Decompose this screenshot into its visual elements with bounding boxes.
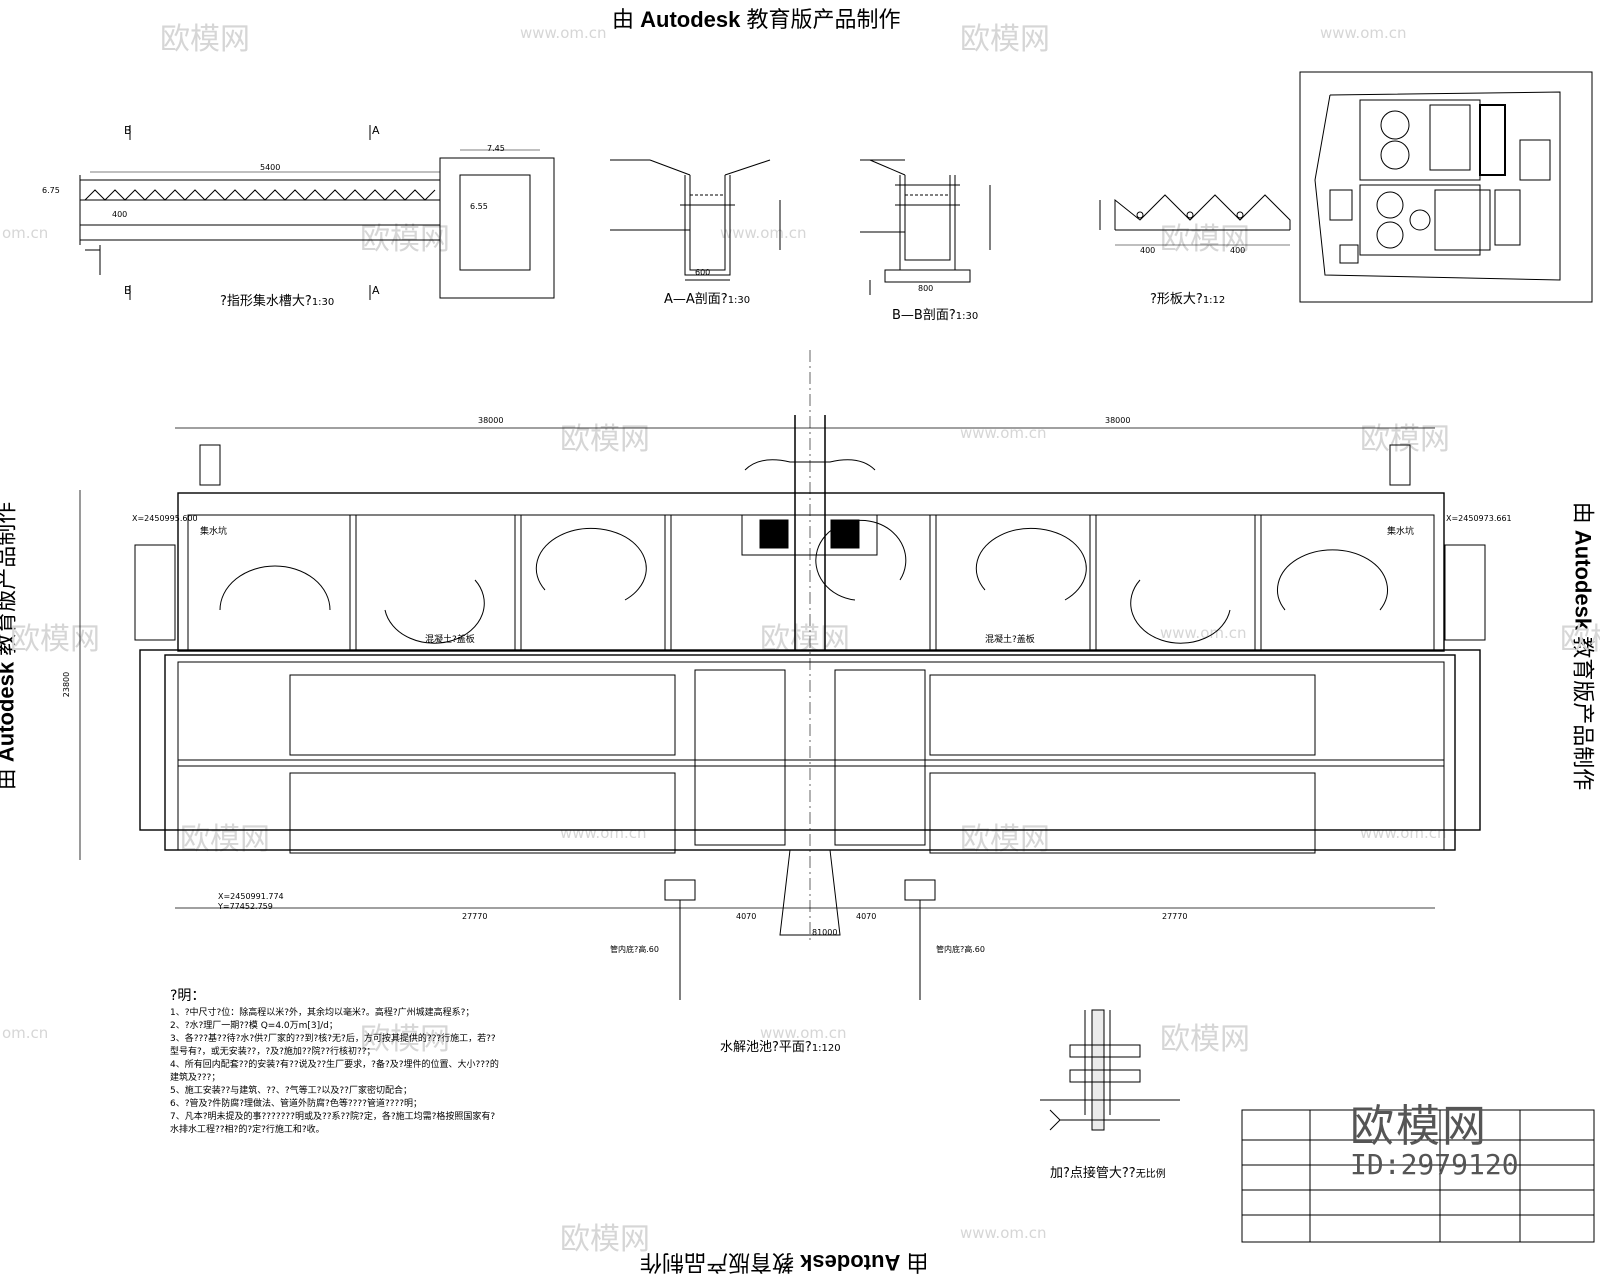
top-banner: 由 Autodesk 教育版产品制作 [612,7,901,32]
note-item: 4、所有回内配套??的安装?有??说及??生厂要求，?备?及?埋件的位置、大小?… [170,1060,499,1083]
weir-plate-caption: ?形板大?1:12 [1150,292,1226,307]
pipe-invert-label: 管内底?高.60 [936,945,985,954]
cover-plate-label: 混凝土?盖板 [985,635,1035,645]
note-item: 6、?管及?件防腐?理做法、管道外防腐?色等????管道????明； [170,1099,423,1109]
watermark-logo: 欧模网 [1160,1022,1250,1057]
plan-dim: 38000 [1105,416,1131,425]
note-item: 2、?水?理厂一期??模 Q=4.0万m[3]/d； [170,1021,338,1031]
watermark-logo: 欧模网 [10,622,100,657]
watermark-logo: 欧模网 [360,1022,450,1057]
finger-trough-dim: 6.75 [42,186,60,195]
note-item: 5、施工安装??与建筑、??、?气等工?以及??厂家密切配合； [170,1086,412,1096]
collect-pit-label: 集水坑 [200,527,228,537]
watermark-domain: om.cn [2,1024,49,1042]
section-mark: A [372,124,380,137]
section-bb-dim: 800 [918,284,934,293]
coordinate-label: Y=77452.759 [218,902,273,911]
watermark-logo: 欧模网 [560,1222,650,1257]
note-item: 1、?中尺寸?位：除高程以米?外，其余均以毫米?。高程?广州城建高程系?； [170,1008,475,1018]
watermark-logo: 欧模网 [1160,222,1250,257]
section-mark: B [124,124,132,137]
watermark-logo: 欧模网 [160,22,250,57]
plan-dim: 81000 [812,928,838,937]
brand-logo: 欧模网 [1350,1101,1488,1152]
plan-dim: 27770 [462,912,488,921]
pipe-detail-caption: 加?点接管大??无比例 [1050,1166,1166,1181]
watermark-domain: www.om.cn [1320,24,1407,42]
section-aa-caption: A—A剖面?1:30 [664,292,751,307]
finger-trough-dim: 400 [112,210,128,219]
section-mark: B [124,284,132,297]
weir-plate-dim: 400 [1230,246,1246,255]
plan-caption: 水解池池?平面?1:120 [720,1040,841,1055]
watermark-logo: 欧模网 [1560,622,1600,657]
watermark-domain: www.om.cn [760,1024,847,1042]
coordinate-label: X=2450995.600 [132,514,198,523]
watermark-domain: www.om.cn [960,424,1047,442]
plan-dim: 27770 [1162,912,1188,921]
watermark-logo: 欧模网 [960,822,1050,857]
title-block [1241,1109,1595,1243]
watermark-logo: 欧模网 [960,22,1050,57]
site-plan-inset [1299,71,1593,303]
design-notes: ?明： 1、?中尺寸?位：除高程以米?外，其余均以毫米?。高程?广州城建高程系?… [170,988,500,1137]
finger-trough-dim: 6.55 [470,202,488,211]
notes-heading: ?明： [170,988,206,1004]
collect-pit-label: 集水坑 [1387,527,1415,537]
note-item: 7、凡本?明未提及的事???????明或及??系??院?定，各?施工均需?格按照… [170,1112,496,1135]
section-aa-dim: 600 [695,268,711,277]
watermark-domain: www.om.cn [1360,824,1447,842]
plan-dim: 4070 [856,912,877,921]
finger-trough-dim: 5400 [260,163,281,172]
section-aa-detail [610,159,781,281]
finger-trough-detail [79,125,555,300]
plan-dim: 4070 [736,912,757,921]
cover-plate-label: 混凝土?盖板 [425,635,475,645]
watermark-domain: www.om.cn [1160,624,1247,642]
watermark-domain: om.cn [2,224,49,242]
finger-trough-dim: 7.45 [487,144,505,153]
plan-dim: 38000 [478,416,504,425]
weir-plate-dim: 400 [1140,246,1156,255]
watermark-domain: www.om.cn [960,1224,1047,1242]
coordinate-label: X=2450973.661 [1446,514,1512,523]
section-mark: A [372,284,380,297]
weir-plate-detail [1099,194,1291,246]
section-bb-caption: B—B剖面?1:30 [892,308,979,323]
note-item: 3、各???基??待?水?供?厂家的??到?核?无?后，方可按其提供的???行施… [170,1034,496,1057]
watermark-logo: 欧模网 [180,822,270,857]
plan-dim: 23800 [62,671,72,698]
pipe-connection-detail [1040,1009,1180,1131]
hydrolysis-tank-plan [79,350,1486,1000]
finger-trough-caption: ?指形集水槽大?1:30 [220,294,335,309]
pipe-invert-label: 管内底?高.60 [610,945,659,954]
brand-id: ID:2979120 [1350,1148,1519,1181]
watermark-domain: www.om.cn [520,24,607,42]
watermark-domain: www.om.cn [560,824,647,842]
section-bb-detail [860,159,991,295]
watermark-domain: www.om.cn [720,224,807,242]
coordinate-label: X=2450991.774 [218,892,284,901]
